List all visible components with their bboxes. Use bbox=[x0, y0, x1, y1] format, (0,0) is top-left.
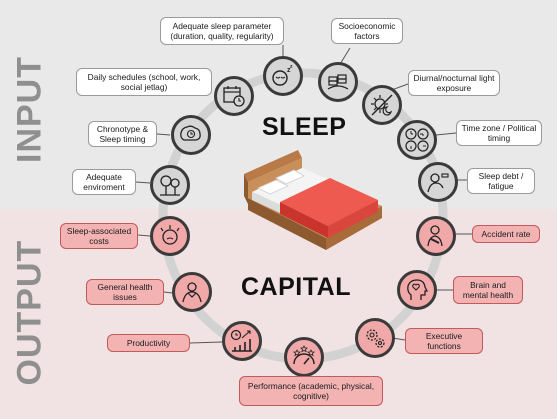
clocks-icon bbox=[405, 128, 429, 152]
sleep-parameter-label: Adequate sleep parameter (duration, qual… bbox=[160, 17, 284, 45]
chronotype-label: Chronotype & Sleep timing bbox=[88, 121, 157, 147]
capital-title: CAPITAL bbox=[241, 273, 351, 301]
accident-label: Accident rate bbox=[472, 225, 540, 243]
general-health-label: General health issues bbox=[86, 279, 164, 305]
calendar-clock-icon bbox=[223, 86, 245, 107]
injured-person-icon bbox=[427, 225, 443, 247]
socioeconomic-label: Socioeconomic factors bbox=[331, 18, 403, 44]
growth-chart-clock-icon bbox=[230, 329, 252, 352]
chronotype-node bbox=[171, 115, 211, 155]
light-exposure-node bbox=[362, 85, 402, 125]
time-zone-label: Time zone / Political timing bbox=[456, 120, 542, 146]
executive-label: Executive functions bbox=[405, 328, 483, 354]
money-stacks-icon bbox=[327, 74, 349, 90]
brain-health-label: Brain and mental health bbox=[453, 276, 523, 304]
gauge-stars-icon bbox=[293, 345, 315, 365]
environment-node bbox=[150, 165, 190, 205]
head-gears-icon bbox=[366, 329, 385, 348]
sun-moon-crossed-icon bbox=[371, 94, 393, 116]
sleep-debt-node bbox=[418, 162, 458, 202]
head-heart-icon bbox=[407, 279, 429, 300]
svg-text:z: z bbox=[290, 64, 293, 70]
tired-person-icon bbox=[427, 173, 449, 193]
brain-health-node bbox=[397, 270, 437, 310]
general-health-node bbox=[172, 272, 212, 312]
daily-schedules-node bbox=[214, 76, 254, 116]
sick-person-icon bbox=[182, 282, 202, 303]
sleep-debt-label: Sleep debt / fatigue bbox=[467, 168, 535, 194]
costs-node bbox=[150, 216, 190, 256]
sleeping-face-icon: z z bbox=[272, 64, 293, 86]
daily-schedules-label: Daily schedules (school, work, social je… bbox=[76, 68, 212, 96]
sleep-parameter-node: z z bbox=[263, 56, 303, 96]
stressed-head-icon bbox=[160, 225, 180, 245]
productivity-node bbox=[222, 321, 262, 361]
performance-label: Performance (academic, physical, cogniti… bbox=[239, 376, 383, 406]
bed-illustration bbox=[244, 150, 382, 250]
brain-clock-icon bbox=[180, 125, 201, 141]
executive-node bbox=[355, 318, 395, 358]
productivity-label: Productivity bbox=[107, 334, 190, 352]
accident-node bbox=[416, 216, 456, 256]
costs-label: Sleep-associated costs bbox=[60, 223, 138, 249]
sleep-title: SLEEP bbox=[262, 113, 347, 141]
time-zone-node bbox=[397, 120, 437, 160]
light-exposure-label: Diurnal/nocturnal light exposure bbox=[408, 70, 500, 96]
trees-icon bbox=[160, 175, 180, 196]
environment-label: Adequate enviroment bbox=[72, 169, 136, 195]
socioeconomic-node bbox=[318, 62, 358, 102]
svg-text:z: z bbox=[287, 67, 291, 74]
performance-node bbox=[284, 337, 324, 377]
